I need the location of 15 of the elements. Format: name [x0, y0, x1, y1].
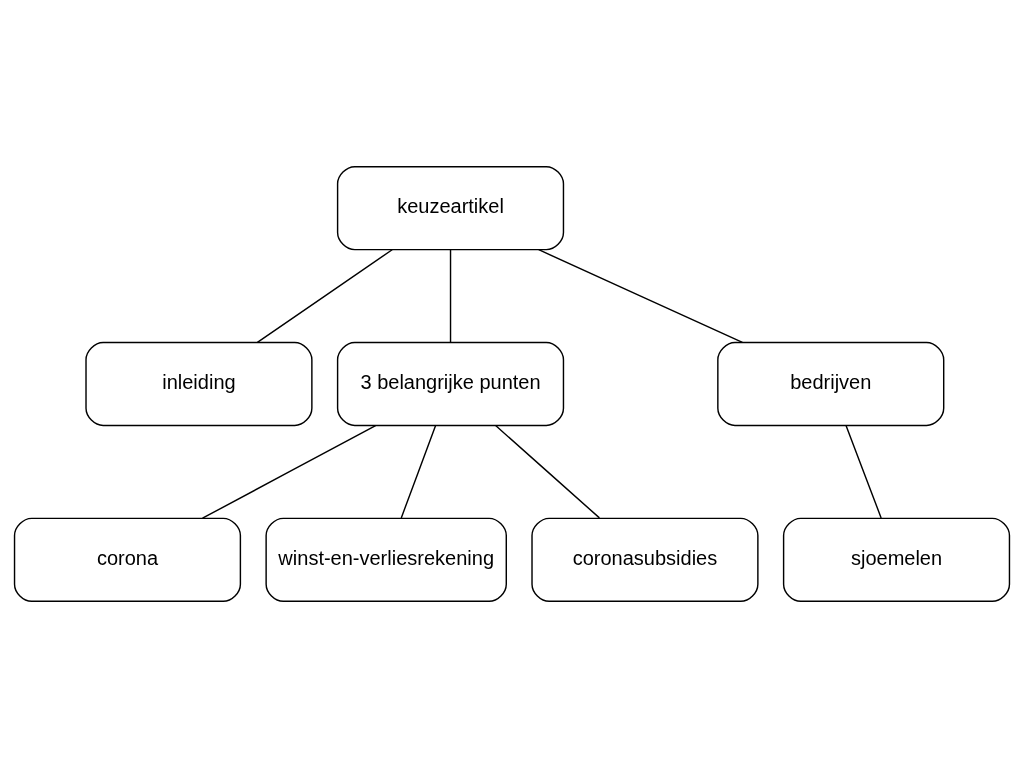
node-box: bedrijven — [717, 341, 945, 427]
node-box: corona — [13, 517, 242, 602]
node-box: sjoemelen — [782, 517, 1011, 602]
node-box: 3 belangrijke punten — [336, 341, 565, 427]
connector — [494, 424, 601, 519]
node-box: inleiding — [85, 341, 313, 427]
connector — [201, 424, 377, 519]
connector — [400, 424, 437, 519]
connector — [538, 249, 744, 344]
connector — [449, 249, 452, 343]
node-box: coronasubsidies — [531, 517, 759, 602]
node-box: winst-en-verliesrekening — [265, 517, 507, 602]
connector — [845, 424, 882, 519]
node-box: keuzeartikel — [336, 166, 565, 251]
connector — [256, 249, 393, 344]
